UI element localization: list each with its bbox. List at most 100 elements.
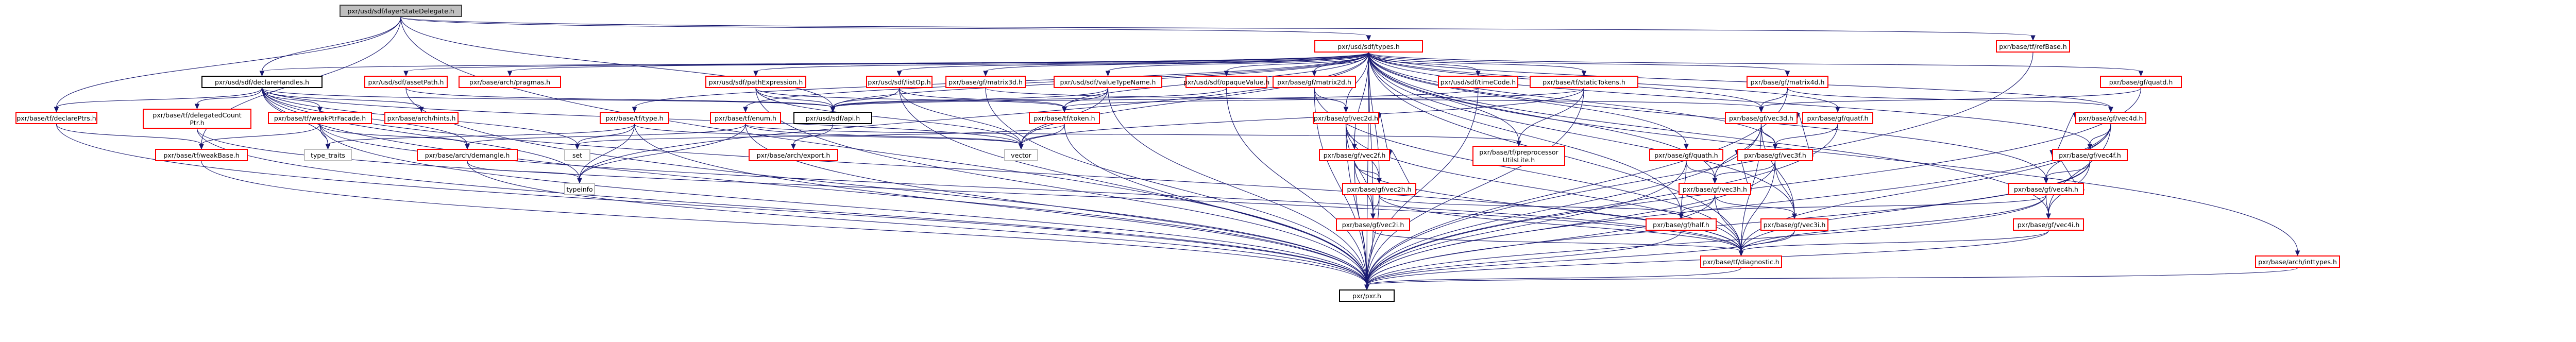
edge-vec3d-to-vec3f <box>1760 124 1776 145</box>
arrowhead <box>2046 213 2051 219</box>
node-matrix2d[interactable]: pxr/base/gf/matrix2d.h <box>1273 76 1356 88</box>
node-vec3d[interactable]: pxr/base/gf/vec3d.h <box>1725 112 1798 124</box>
node-preprocessor-utils-lite[interactable]: pxr/base/tf/preprocessor UtilsLite.h <box>1472 146 1565 166</box>
edge-quatd-to-pxr <box>1366 88 2142 286</box>
arrowhead <box>2030 35 2036 41</box>
edge-root-to-types <box>400 16 1369 37</box>
edge-type-to-typeinfo <box>579 124 635 179</box>
edge-delegatedCountPtr-to-pxr <box>196 128 1367 286</box>
edge-vec4i-to-diagnostic <box>1740 230 2049 252</box>
node-type[interactable]: pxr/base/tf/type.h <box>600 112 669 124</box>
edge-demangle-to-pxr <box>467 161 1367 286</box>
arrowhead <box>983 71 988 77</box>
edge-vec3h-to-diagnostic <box>1714 195 1742 252</box>
edge-vec2h-to-pxr <box>1366 195 1380 286</box>
node-api[interactable]: pxr/usd/sdf/api.h <box>793 112 872 124</box>
edge-delegatedCountPtr-to-diagnostic <box>196 128 1742 252</box>
node-vec3h[interactable]: pxr/base/gf/vec3h.h <box>1679 183 1751 195</box>
node-weak-base[interactable]: pxr/base/tf/weakBase.h <box>155 149 248 161</box>
node-vector: vector <box>1004 149 1038 161</box>
node-typeinfo: typeinfo <box>564 183 595 195</box>
edge-vec4h-to-vec4i <box>2045 195 2049 215</box>
node-pxr[interactable]: pxr/pxr.h <box>1339 289 1395 302</box>
arrowhead <box>830 107 836 113</box>
edge-pathExpression-to-pxr <box>755 88 1367 286</box>
edge-valueTypeName-to-api <box>832 88 1109 108</box>
edge-vec2h-to-vec2i <box>1372 195 1380 215</box>
node-vec3f[interactable]: pxr/base/gf/vec3f.h <box>1737 149 1813 161</box>
node-vec4f[interactable]: pxr/base/gf/vec4f.h <box>2052 149 2128 161</box>
node-path-expression[interactable]: pxr/usd/sdf/pathExpression.h <box>705 76 806 88</box>
node-asset-path[interactable]: pxr/usd/sdf/assetPath.h <box>364 76 448 88</box>
edges <box>54 16 2300 290</box>
node-matrix3d[interactable]: pxr/base/gf/matrix3d.h <box>945 76 1026 88</box>
node-vec4h[interactable]: pxr/base/gf/vec4h.h <box>2008 183 2084 195</box>
edge-enum-to-pxr <box>745 124 1367 286</box>
edge-matrix3d-to-pxr <box>985 88 1367 286</box>
node-time-code[interactable]: pxr/usd/sdf/timeCode.h <box>1438 76 1518 88</box>
arrowhead <box>632 107 637 113</box>
node-declare-ptrs[interactable]: pxr/base/tf/declarePtrs.h <box>15 112 97 124</box>
edge-vec3f-to-vec3h <box>1714 161 1776 179</box>
node-matrix4d[interactable]: pxr/base/gf/matrix4d.h <box>1747 76 1828 88</box>
edge-vec2d-to-vec2i <box>1345 124 1374 215</box>
node-enum[interactable]: pxr/base/tf/enum.h <box>710 112 781 124</box>
node-vec2h[interactable]: pxr/base/gf/vec2h.h <box>1342 183 1416 195</box>
edge-assetPath-to-api <box>405 88 834 108</box>
node-root: pxr/usd/sdf/layerStateDelegate.h <box>340 5 462 17</box>
node-quath[interactable]: pxr/base/gf/quath.h <box>1649 149 1723 161</box>
node-quatf[interactable]: pxr/base/gf/quatf.h <box>1802 112 1873 124</box>
arrowhead <box>1364 284 1369 290</box>
edge-types-to-declareHandles <box>261 52 1369 72</box>
node-export[interactable]: pxr/base/arch/export.h <box>749 149 838 161</box>
edge-vec4h-to-pxr <box>1366 195 2047 286</box>
edge-declarePtrs-to-weakBase <box>56 124 202 145</box>
node-vec2i[interactable]: pxr/base/gf/vec2i.h <box>1336 218 1410 231</box>
node-diagnostic[interactable]: pxr/base/tf/diagnostic.h <box>1700 255 1782 268</box>
node-types[interactable]: pxr/usd/sdf/types.h <box>1314 40 1423 53</box>
edge-token-to-set <box>577 124 1065 145</box>
node-list-op[interactable]: pxr/usd/sdf/listOp.h <box>866 76 933 88</box>
node-quatd[interactable]: pxr/base/gf/quatd.h <box>2100 76 2182 88</box>
edge-vec3h-to-vec3i <box>1714 195 1795 215</box>
node-pragmas[interactable]: pxr/base/arch/pragmas.h <box>459 76 561 88</box>
edge-declareHandles-to-typeinfo <box>261 88 580 179</box>
node-value-type-name[interactable]: pxr/usd/sdf/valueTypeName.h <box>1054 76 1162 88</box>
edge-types-to-vec4d <box>1368 52 2111 108</box>
edge-types-to-pathExpression <box>755 52 1369 72</box>
edge-vec3f-to-vec3i <box>1774 161 1795 215</box>
edge-valueTypeName-to-pxr <box>1107 88 1367 286</box>
node-half[interactable]: pxr/base/gf/half.h <box>1646 218 1717 231</box>
arrowhead <box>2138 71 2144 77</box>
edge-opaqueValue-to-pxr <box>1226 88 1367 286</box>
node-vec2d[interactable]: pxr/base/gf/vec2d.h <box>1313 112 1379 124</box>
node-vec4d[interactable]: pxr/base/gf/vec4d.h <box>2075 112 2146 124</box>
node-inttypes[interactable]: pxr/base/arch/inttypes.h <box>2255 255 2340 268</box>
arrowhead <box>1712 178 1718 184</box>
node-declare-handles[interactable]: pxr/usd/sdf/declareHandles.h <box>201 76 323 88</box>
node-weak-ptr-facade[interactable]: pxr/base/tf/weakPtrFacade.h <box>268 112 372 124</box>
node-ref-base[interactable]: pxr/base/tf/refBase.h <box>1996 40 2070 53</box>
node-vec3i[interactable]: pxr/base/gf/vec3i.h <box>1760 218 1828 231</box>
edge-declareHandles-to-hints <box>261 88 422 108</box>
edge-token-to-pxr <box>1064 124 1367 286</box>
node-token[interactable]: pxr/base/tf/token.h <box>1029 112 1100 124</box>
edge-matrix4d-to-vec4d <box>1787 88 2111 108</box>
edge-types-to-vec4h <box>1368 52 2047 179</box>
arrowhead <box>403 71 409 77</box>
node-vec4i[interactable]: pxr/base/gf/vec4i.h <box>2013 218 2084 231</box>
arrowhead <box>743 107 748 113</box>
node-vec2f[interactable]: pxr/base/gf/vec2f.h <box>1319 149 1390 161</box>
edge-vec3i-to-diagnostic <box>1740 230 1795 252</box>
node-demangle[interactable]: pxr/base/arch/demangle.h <box>417 149 518 161</box>
edge-timeCode-to-api <box>832 88 1479 108</box>
node-opaque-value[interactable]: pxr/usd/sdf/opaqueValue.h <box>1183 76 1269 88</box>
node-static-tokens[interactable]: pxr/base/tf/staticTokens.h <box>1530 76 1638 88</box>
arrowhead <box>507 71 513 77</box>
edge-root-to-declareHandles <box>261 16 401 72</box>
edge-demangle-to-typeinfo <box>467 161 580 179</box>
edge-inttypes-to-pxr <box>1366 267 2298 286</box>
node-delegated-count-ptr[interactable]: pxr/base/tf/delegatedCount Ptr.h <box>143 109 251 129</box>
node-hints[interactable]: pxr/base/arch/hints.h <box>384 112 459 124</box>
